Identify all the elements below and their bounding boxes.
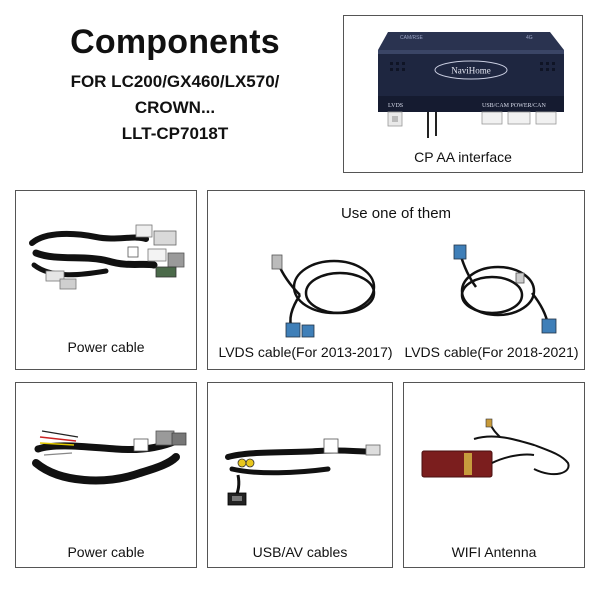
usb-av-cables-caption: USB/AV cables	[252, 544, 348, 560]
lvds-cable-2018-2021-image	[453, 244, 557, 334]
subtitle-line: FOR LC200/GX460/LX570/	[70, 71, 280, 91]
lvds-group-title: Use one of them	[340, 205, 452, 222]
power-cable-caption: Power cable	[67, 339, 145, 355]
subtitle-line: LLT-CP7018T	[121, 124, 229, 144]
interface-caption: CP AA interface	[414, 149, 512, 165]
header: Components FOR LC200/GX460/LX570/ CROWN.…	[30, 22, 320, 148]
lvds-caption-2018-2021: LVDS cable(For 2018-2021)	[404, 344, 579, 360]
page-title: Components	[70, 23, 280, 61]
device-top-right-label: 4G	[526, 35, 533, 41]
interface-box: NaviHome CAM/RSE 4G LVDS USB/CAM POWER/C…	[343, 15, 583, 173]
power-cable-2-box: Power cable	[15, 382, 197, 568]
wifi-antenna-image	[421, 418, 570, 478]
wifi-antenna-box: WIFI Antenna	[403, 382, 585, 568]
device-top-left-label: CAM/RSE	[400, 35, 423, 41]
brand-logo: NaviHome	[451, 66, 491, 76]
lvds-cable-box: Use one of them LVDS cable(For 2013-2017…	[207, 190, 585, 370]
power-cable-box: Power cable	[15, 190, 197, 370]
power-cable-2-image	[32, 430, 187, 485]
lvds-caption-2013-2017: LVDS cable(For 2013-2017)	[218, 344, 393, 360]
usb-av-cables-image	[225, 438, 381, 506]
device-lvds-label: LVDS	[388, 103, 403, 109]
device-ports-label: USB/CAM POWER/CAN	[482, 103, 547, 109]
subtitle-line: CROWN...	[134, 98, 216, 118]
power-cable-image	[29, 224, 185, 290]
lvds-cable-2013-2017-image	[271, 254, 376, 338]
power-cable-2-caption: Power cable	[67, 544, 145, 560]
usb-av-cables-box: USB/AV cables	[207, 382, 393, 568]
model-subtitle: FOR LC200/GX460/LX570/ CROWN... LLT-CP70…	[30, 69, 320, 148]
wifi-antenna-caption: WIFI Antenna	[451, 544, 537, 560]
interface-device-image: NaviHome CAM/RSE 4G LVDS USB/CAM POWER/C…	[378, 32, 564, 138]
